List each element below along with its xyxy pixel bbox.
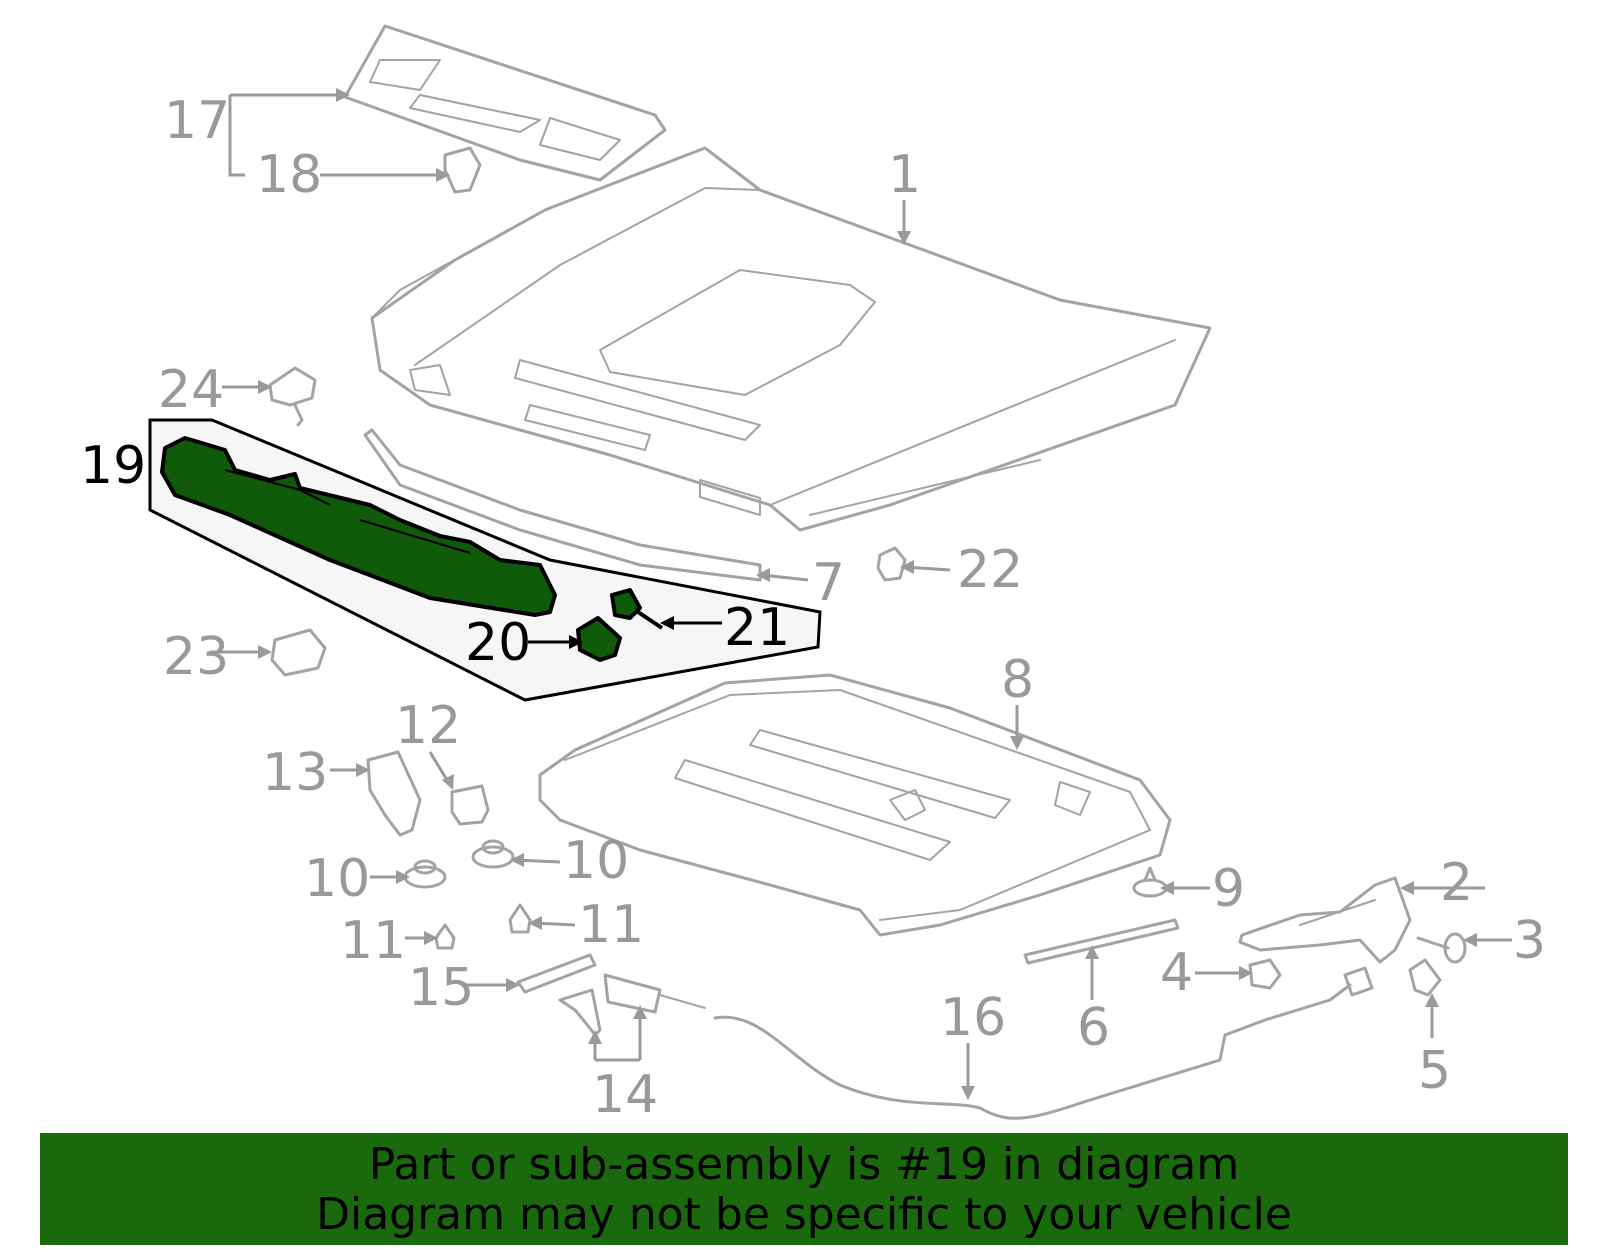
callout-11-b: 11	[578, 895, 644, 955]
callout-10-b: 10	[563, 831, 629, 891]
footer-banner: Part or sub-assembly is #19 in diagram D…	[40, 1133, 1568, 1245]
callout-21: 21	[724, 598, 790, 658]
callout-7: 7	[812, 553, 845, 613]
bumper-part-12	[450, 784, 490, 826]
callout-17: 17	[164, 91, 230, 151]
bolt-part-21	[610, 588, 664, 630]
nut-part-22	[876, 546, 907, 582]
callout-1: 1	[888, 145, 921, 205]
grommet-part-10-b	[471, 839, 515, 869]
footer-line-1: Part or sub-assembly is #19 in diagram	[368, 1139, 1240, 1190]
hood-panel-part-1	[370, 146, 1212, 532]
bolt-part-24	[268, 366, 317, 427]
cap-part-11-b	[508, 903, 532, 934]
callout-15: 15	[408, 958, 474, 1018]
nut-part-4	[1248, 958, 1282, 990]
clip-part-20	[576, 616, 622, 662]
callout-3: 3	[1513, 911, 1546, 971]
arrowheads	[258, 88, 1477, 1100]
hinge-part-2	[1238, 876, 1412, 964]
callout-14: 14	[592, 1065, 658, 1125]
callout-24: 24	[158, 360, 224, 420]
callout-6: 6	[1077, 998, 1110, 1058]
callout-18: 18	[256, 145, 322, 205]
hood-support-bracket-part-19	[160, 436, 557, 617]
rod-clip-part-15	[516, 953, 597, 994]
callout-22: 22	[957, 540, 1023, 600]
callout-5: 5	[1418, 1041, 1451, 1101]
retainer-part-5	[1408, 958, 1442, 997]
latch-part-14	[558, 973, 706, 1037]
clip-part-9	[1132, 866, 1168, 898]
prop-rod-part-6	[1023, 918, 1180, 965]
callout-2: 2	[1440, 853, 1473, 913]
callout-8: 8	[1001, 650, 1034, 710]
callout-19: 19	[80, 436, 146, 496]
callout-11-a: 11	[340, 911, 406, 971]
hood-scoop-part-17	[343, 24, 667, 182]
bolt-part-3	[1416, 932, 1467, 964]
arrowheads-highlighted	[569, 616, 674, 649]
seal-strip-part-7	[363, 428, 762, 582]
callout-12: 12	[395, 696, 461, 756]
nut-part-23	[270, 628, 327, 677]
footer-line-2: Diagram may not be specific to your vehi…	[316, 1189, 1292, 1240]
insulator-pad-part-8	[538, 673, 1172, 937]
callout-23: 23	[163, 627, 229, 687]
callout-20: 20	[465, 613, 531, 673]
callout-4: 4	[1160, 943, 1193, 1003]
cap-part-11-a	[434, 923, 456, 950]
callout-labels: 1 2 3 4 5 6 7 8 9 10 10 11 11 12 13 14 1…	[80, 91, 1546, 1125]
grommet-part-10-a	[403, 859, 447, 889]
callout-13: 13	[262, 743, 328, 803]
callout-9: 9	[1212, 859, 1245, 919]
callout-16: 16	[940, 988, 1006, 1048]
callout-10-a: 10	[304, 849, 370, 909]
clip-part-18	[443, 146, 482, 194]
bracket-part-13	[366, 750, 422, 837]
release-cable-part-16	[713, 966, 1374, 1120]
